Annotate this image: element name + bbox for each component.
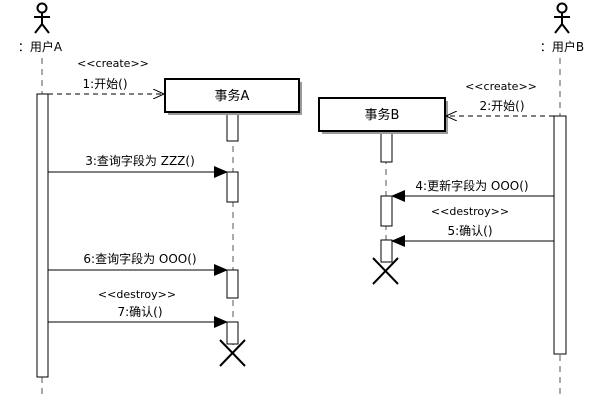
object-tx-b: 事务B <box>318 97 448 134</box>
activation-tx-b-2 <box>380 195 393 227</box>
activation-tx-a-2 <box>226 171 239 203</box>
activation-tx-b-1 <box>380 132 393 163</box>
message-2-label: 2:开始() <box>479 99 524 113</box>
object-box <box>164 78 300 113</box>
stereotype-create-b: <<create>> <box>465 80 537 93</box>
message-6-label: 6:查询字段为 OOO() <box>83 251 196 266</box>
activation-user-b <box>553 115 567 355</box>
stick-figure-icon <box>34 2 50 34</box>
stereotype-destroy-a: <<destroy>> <box>98 288 176 301</box>
actor-user-a: ：用户A <box>18 2 63 54</box>
activation-tx-a-3 <box>226 269 239 299</box>
message-5-label: 5:确认() <box>447 224 492 238</box>
activation-tx-b-3 <box>380 239 393 263</box>
object-label-tx-a: 事务A <box>215 88 250 104</box>
message-1-label: 1:开始() <box>82 77 127 91</box>
message-7-label: 7:确认() <box>117 305 162 319</box>
stereotype-create-a: <<create>> <box>77 57 149 70</box>
actor-user-b: ：用户B <box>540 2 584 54</box>
object-label-tx-b: 事务B <box>365 107 400 123</box>
message-3-label: 3:查询字段为 ZZZ() <box>85 153 195 168</box>
destroy-x-icon <box>372 257 399 285</box>
message-4-label: 4:更新字段为 OOO() <box>415 178 528 193</box>
stereotype-destroy-b: <<destroy>> <box>431 205 509 218</box>
actor-label-user-b: ：用户B <box>540 39 584 54</box>
actor-label-user-a: ：用户A <box>18 39 63 54</box>
activation-tx-a-4 <box>226 321 239 345</box>
stick-figure-icon <box>554 2 570 34</box>
object-tx-a: 事务A <box>164 78 302 115</box>
activation-user-a <box>36 93 49 378</box>
destroy-x-icon <box>219 339 246 367</box>
activation-tx-a-1 <box>226 112 239 142</box>
